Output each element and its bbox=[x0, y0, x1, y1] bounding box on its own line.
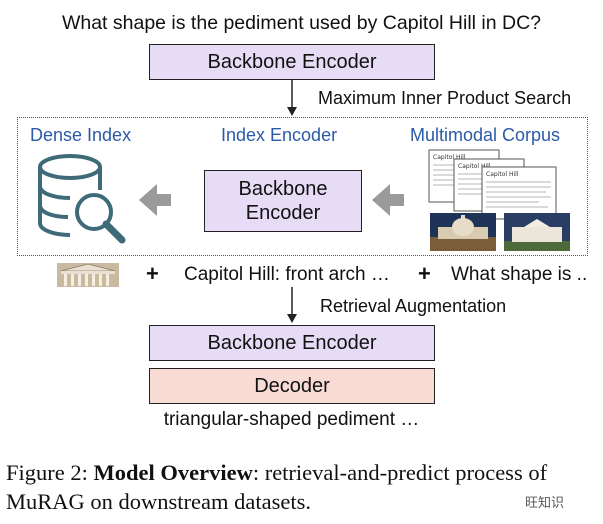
retrieval-augmentation-label: Retrieval Augmentation bbox=[320, 296, 507, 316]
index-backbone-encoder: Backbone Encoder bbox=[204, 170, 362, 232]
decoder-label: Decoder bbox=[254, 374, 330, 397]
plus-sign-2: + bbox=[418, 261, 431, 286]
top-backbone-encoder: Backbone Encoder bbox=[149, 44, 435, 80]
index-encoder-label: Index Encoder bbox=[221, 125, 338, 145]
index-encoder-line2: Encoder bbox=[245, 202, 321, 224]
index-encoder-line1: Backbone bbox=[238, 178, 328, 200]
whitehouse-photo-thumbnail bbox=[504, 213, 570, 251]
watermark: 旺知识 bbox=[525, 495, 565, 510]
plus-sign-1: + bbox=[146, 261, 159, 286]
question-text: What shape is the pediment used by Capit… bbox=[61, 12, 542, 34]
left-arrow-index bbox=[372, 184, 404, 216]
doc-card-title-3: Capitol Hill bbox=[486, 171, 519, 178]
caption-rest: : retrieval-and-predict process of MuRAG… bbox=[6, 460, 548, 514]
retrieval-arrow bbox=[287, 287, 297, 323]
document-card-3: Capitol Hill bbox=[481, 166, 557, 220]
database-search-icon bbox=[38, 154, 126, 244]
output-text: triangular-shaped pediment … bbox=[163, 409, 420, 430]
caption-prefix: Figure 2: bbox=[6, 460, 94, 485]
figure-caption: Figure 2: Model Overview: retrieval-and-… bbox=[6, 458, 596, 516]
mips-label: Maximum Inner Product Search bbox=[318, 88, 572, 108]
top-encoder-label: Backbone Encoder bbox=[207, 50, 377, 73]
bottom-backbone-encoder: Backbone Encoder bbox=[149, 325, 435, 361]
dense-index-label: Dense Index bbox=[30, 125, 132, 145]
decoder-box: Decoder bbox=[149, 368, 435, 404]
left-arrow-dense bbox=[139, 184, 171, 216]
augmented-query: What shape is .. bbox=[451, 264, 588, 285]
pediment-image-thumbnail bbox=[57, 263, 119, 287]
bottom-encoder-label: Backbone Encoder bbox=[207, 331, 377, 354]
doc-card-title-1: Capitol Hill bbox=[433, 154, 466, 161]
doc-card-title-2: Capitol Hill bbox=[458, 163, 491, 170]
multimodal-corpus-label: Multimodal Corpus bbox=[410, 125, 561, 145]
augmented-text: Capitol Hill: front arch … bbox=[184, 264, 390, 285]
retrieval-region bbox=[17, 117, 588, 256]
mips-arrow bbox=[287, 80, 297, 116]
capitol-photo-thumbnail bbox=[430, 213, 496, 251]
caption-bold: Model Overview bbox=[93, 460, 253, 485]
corpus-thumbnails: Capitol Hill Capitol Hill Capitol Hill bbox=[428, 149, 570, 251]
